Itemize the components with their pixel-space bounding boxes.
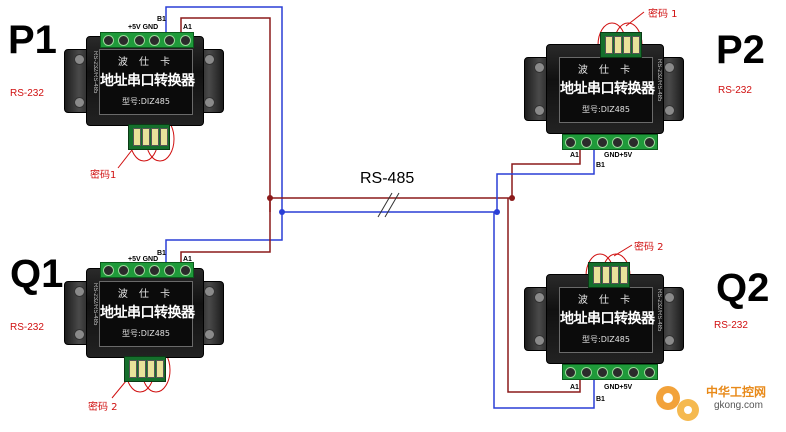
rs232-label-p1: RS-232 [10, 88, 44, 99]
pin-label-p1-b1: B1 [157, 16, 166, 23]
device-label-panel: 波 仕 卡 地址串口转换器 型号:DIZ485 [559, 287, 655, 353]
pin-label-q2-b1: B1 [596, 396, 605, 403]
device-label-panel: 波 仕 卡 地址串口转换器 型号:DIZ485 [99, 49, 195, 115]
pin-label-q2-a1: A1 [570, 384, 579, 391]
converter-body: RS-232/RS-485 波 仕 卡 地址串口转换器 型号:DIZ485 [546, 44, 664, 134]
label-p1: P1 [8, 18, 57, 62]
device-brand: 波 仕 卡 [117, 289, 175, 300]
device-side-text: RS-232/RS-485 [92, 283, 98, 326]
wire-p2-b1 [496, 148, 595, 212]
rs232-label-q2: RS-232 [714, 320, 748, 331]
terminal-block-p1 [100, 32, 194, 48]
password-label-q1: 密码 2 [88, 402, 118, 413]
device-name: 地址串口转换器 [100, 305, 195, 321]
device-brand: 波 仕 卡 [577, 65, 635, 76]
pin-label-q1-a1: A1 [183, 256, 192, 263]
dip-switch-q1 [124, 356, 166, 382]
bus-break-1 [377, 192, 393, 218]
device-model: 型号:DIZ485 [122, 97, 170, 106]
device-brand: 波 仕 卡 [577, 295, 635, 306]
device-model: 型号:DIZ485 [582, 105, 630, 114]
bus-label: RS-485 [360, 170, 415, 187]
terminal-block-q2 [562, 364, 658, 380]
wire-q2-b1 [493, 212, 595, 409]
pin-label-p1-a1: A1 [183, 24, 192, 31]
device-name: 地址串口转换器 [100, 73, 195, 89]
pin-label-q1-power: +5V GND [128, 256, 159, 263]
converter-q2: RS-232/RS-485 波 仕 卡 地址串口转换器 型号:DIZ485 [524, 274, 684, 364]
rs232-label-q1: RS-232 [10, 322, 44, 333]
terminal-block-q1 [100, 262, 194, 278]
password-label-q2: 密码 2 [634, 242, 664, 253]
pin-label-p2-b1: B1 [596, 162, 605, 169]
device-model: 型号:DIZ485 [122, 329, 170, 338]
bus-break-2 [384, 192, 400, 218]
dip-switch-q2 [588, 262, 630, 288]
rs232-label-p2: RS-232 [718, 85, 752, 96]
converter-body: RS-232/RS-485 波 仕 卡 地址串口转换器 型号:DIZ485 [86, 268, 204, 358]
device-side-text: RS-232/RS-485 [92, 51, 98, 94]
wire-p1-b1 [165, 6, 283, 212]
device-brand: 波 仕 卡 [117, 57, 175, 68]
converter-p2: RS-232/RS-485 波 仕 卡 地址串口转换器 型号:DIZ485 [524, 44, 684, 134]
gear-logo-icon [656, 386, 699, 421]
label-q1: Q1 [10, 252, 64, 296]
device-label-panel: 波 仕 卡 地址串口转换器 型号:DIZ485 [99, 281, 195, 347]
converter-body: RS-232/RS-485 波 仕 卡 地址串口转换器 型号:DIZ485 [86, 36, 204, 126]
password-label-p2: 密码 1 [648, 9, 678, 20]
terminal-block-p2 [562, 134, 658, 150]
pin-label-q1-b1: B1 [157, 250, 166, 257]
pin-label-p1-power: +5V GND [128, 24, 159, 31]
device-model: 型号:DIZ485 [582, 335, 630, 344]
converter-p1: RS-232/RS-485 波 仕 卡 地址串口转换器 型号:DIZ485 [64, 36, 224, 126]
watermark-url: gkong.com [714, 400, 763, 411]
wire-q1-a1 [180, 196, 271, 262]
pin-label-p2-a1: A1 [570, 152, 579, 159]
dip-leader-p1 [117, 149, 133, 169]
dip-leader-q1 [111, 380, 127, 399]
password-label-p1: 密码1 [90, 170, 117, 181]
device-side-text: RS-232/RS-485 [656, 59, 662, 102]
converter-body: RS-232/RS-485 波 仕 卡 地址串口转换器 型号:DIZ485 [546, 274, 664, 364]
device-name: 地址串口转换器 [560, 81, 655, 97]
wire-p2-a1 [511, 148, 581, 198]
label-q2: Q2 [716, 266, 770, 310]
label-p2: P2 [716, 28, 765, 72]
wire-q2-a1 [507, 198, 581, 393]
dip-leader-q2 [613, 244, 633, 257]
pin-label-q2-power: GND+5V [604, 384, 633, 391]
device-label-panel: 波 仕 卡 地址串口转换器 型号:DIZ485 [559, 57, 655, 123]
converter-q1: RS-232/RS-485 波 仕 卡 地址串口转换器 型号:DIZ485 [64, 268, 224, 358]
wire-q1-b1 [165, 212, 283, 262]
dip-switch-p2 [600, 32, 642, 58]
watermark-cn: 中华工控网 [706, 385, 767, 399]
device-name: 地址串口转换器 [560, 311, 655, 327]
dip-switch-p1 [128, 124, 170, 150]
junction-left-a [267, 195, 273, 201]
junction-left-b [279, 209, 285, 215]
wire-p1-a1 [180, 17, 271, 212]
dip-leader-p2 [625, 11, 645, 27]
pin-label-p2-power: GND+5V [604, 152, 633, 159]
device-side-text: RS-232/RS-485 [656, 289, 662, 332]
